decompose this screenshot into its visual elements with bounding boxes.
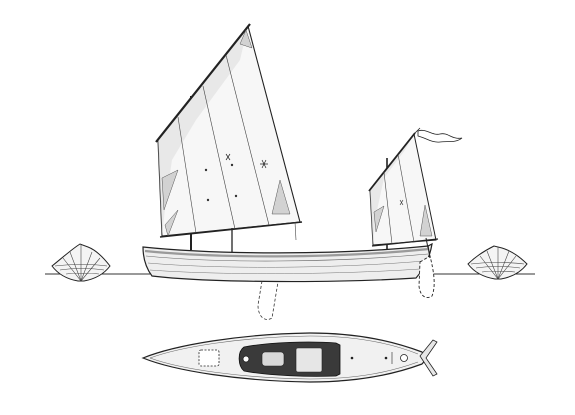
sail-plan-profile bbox=[142, 23, 463, 320]
deck-plan bbox=[141, 332, 438, 383]
cockpit bbox=[238, 341, 341, 377]
forward-hatch bbox=[198, 349, 220, 367]
mizzen-insignia-icon bbox=[399, 199, 404, 206]
centerboard-outline bbox=[257, 280, 279, 320]
sail-insignia-star-icon bbox=[225, 153, 268, 169]
mizzen-boom bbox=[371, 238, 439, 247]
stern-section-view bbox=[467, 245, 528, 280]
pennant-flag-icon bbox=[413, 127, 463, 143]
main-yard bbox=[155, 23, 251, 143]
hull-profile bbox=[142, 228, 433, 283]
rudder-top bbox=[419, 339, 438, 377]
mizzen-mast-partner bbox=[400, 354, 408, 362]
bow-section-view bbox=[51, 243, 111, 282]
reef-points bbox=[204, 163, 238, 202]
rudder bbox=[418, 255, 435, 298]
cockpit-seat bbox=[261, 351, 285, 367]
main-mast-partner bbox=[242, 355, 250, 363]
mizzen-yard bbox=[368, 132, 416, 192]
main-boom bbox=[159, 221, 303, 238]
mid-thwart bbox=[295, 347, 323, 373]
